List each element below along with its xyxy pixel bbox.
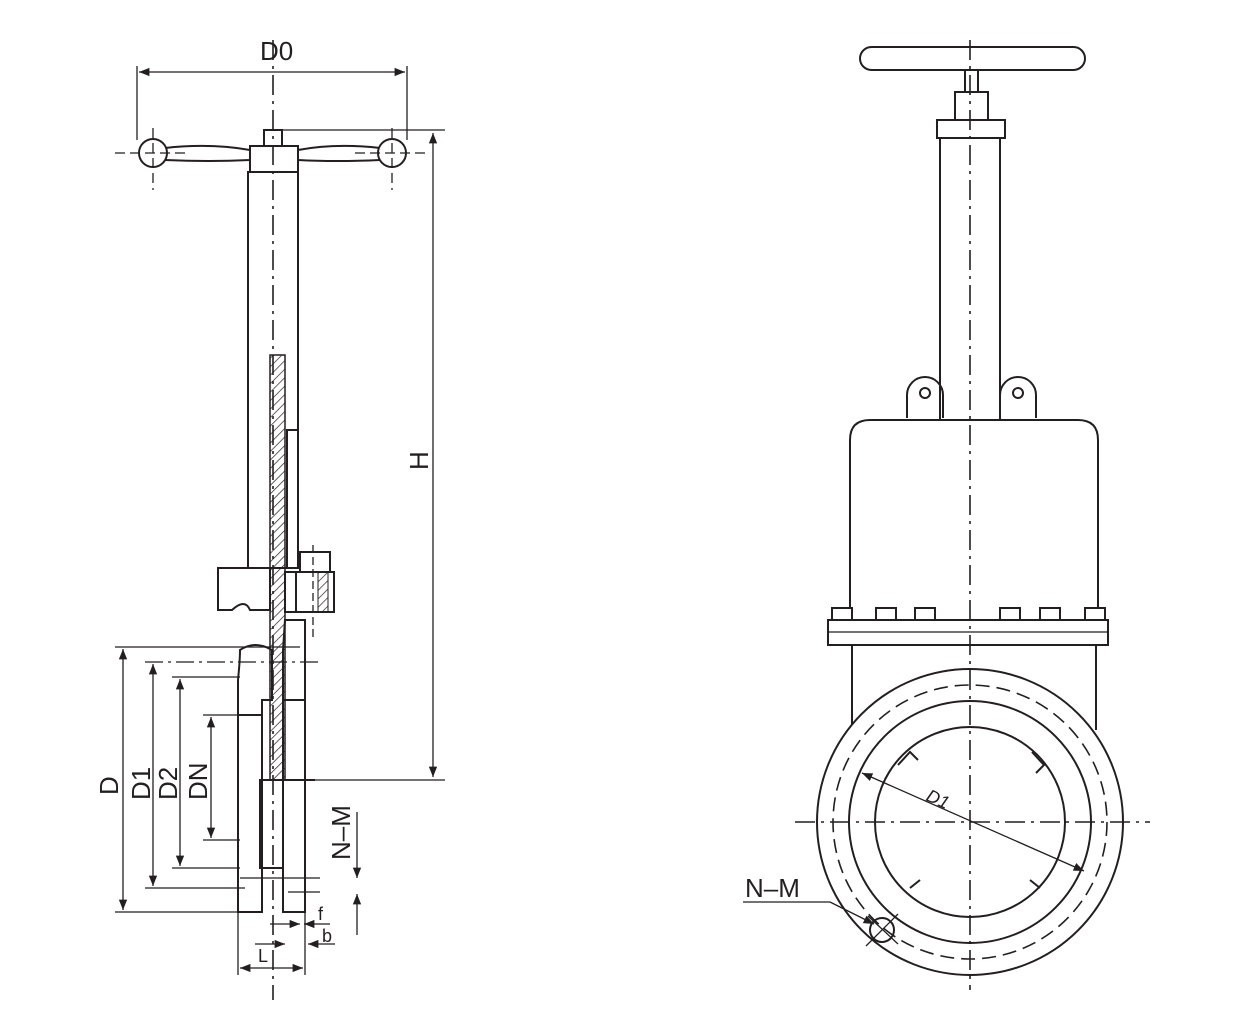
label-l: L <box>258 946 268 966</box>
dimension-d1-front <box>861 772 1085 872</box>
dimension-n-m-f-b-l: N–M f b L <box>237 805 362 975</box>
label-n-m-front: N–M <box>745 873 800 903</box>
label-d1: D1 <box>126 767 156 800</box>
packing-bolt <box>295 545 335 640</box>
yoke-bracket <box>217 567 271 611</box>
bonnet-housing <box>849 419 1099 620</box>
label-f: f <box>318 904 324 924</box>
dimension-d0: D0 <box>136 36 408 140</box>
valve-body-section <box>237 619 320 913</box>
label-h: H <box>404 451 434 470</box>
label-d: D <box>94 776 124 795</box>
body-flange-bolts <box>827 607 1109 646</box>
side-view: D0 H D D1 D2 DN <box>94 36 445 1000</box>
lifting-lugs <box>906 376 1037 418</box>
front-view: D1 N–M <box>743 40 1150 990</box>
label-b: b <box>322 926 332 946</box>
handwheel-bar <box>859 46 1086 71</box>
label-d2: D2 <box>153 767 183 800</box>
dimension-h: H <box>282 129 445 781</box>
bolt-hole-callout: N–M <box>743 873 899 947</box>
label-n-m-side: N–M <box>326 805 356 860</box>
label-d0: D0 <box>260 36 293 66</box>
label-dn: DN <box>183 762 213 800</box>
dimension-diameters: D D1 D2 DN <box>94 646 320 913</box>
